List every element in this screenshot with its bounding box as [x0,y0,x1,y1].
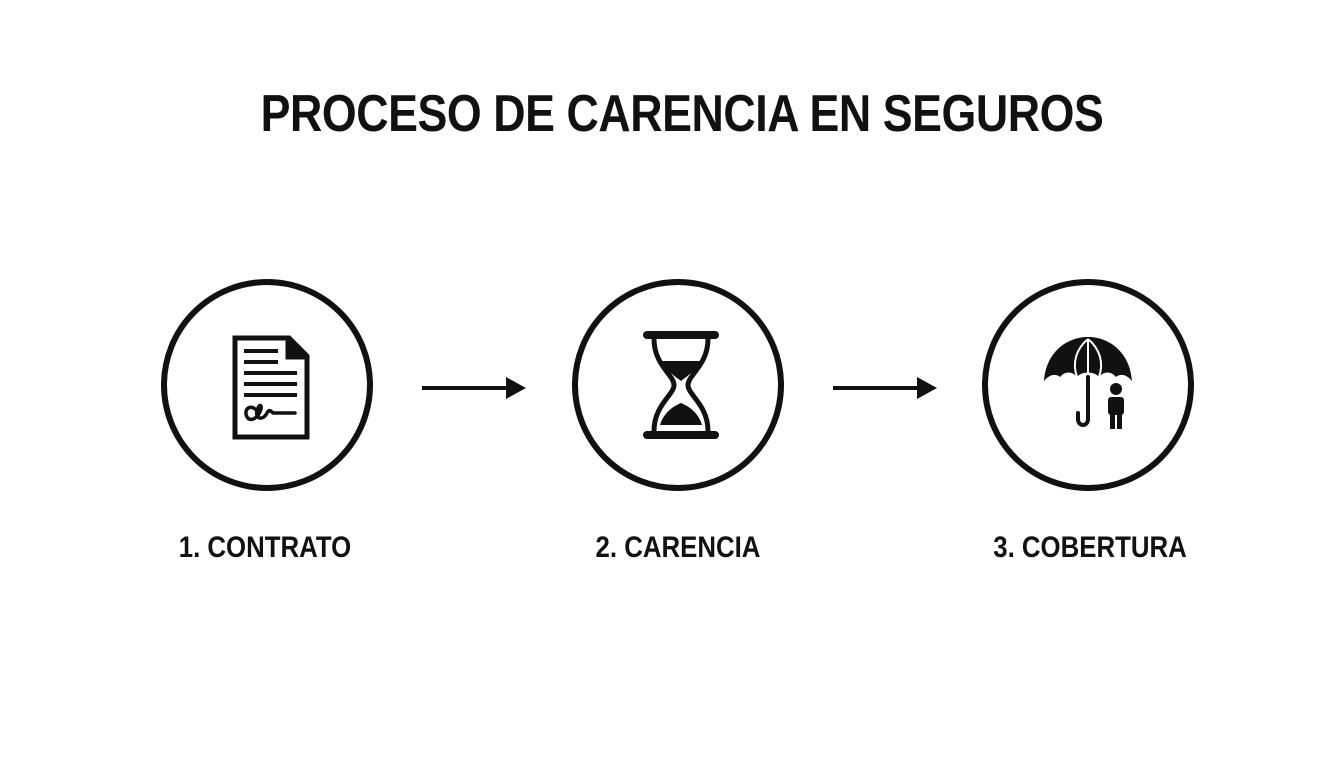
step-coverage-circle [982,279,1194,491]
umbrella-person-icon [1044,337,1132,429]
arrow-right-icon [422,377,526,399]
step-contract-circle [161,279,373,491]
diagram-title: PROCESO DE CARENCIA EN SEGUROS [260,85,1104,143]
arrow-right-icon [833,377,937,399]
step-waiting-circle [572,279,784,491]
hourglass-icon [643,331,719,439]
step-label-contract: 1. CONTRATO [178,531,352,564]
step-label-waiting: 2. CARENCIA [595,531,761,564]
step-label-coverage: 3. COBERTURA [993,531,1187,564]
signed-contract-icon [232,335,310,440]
